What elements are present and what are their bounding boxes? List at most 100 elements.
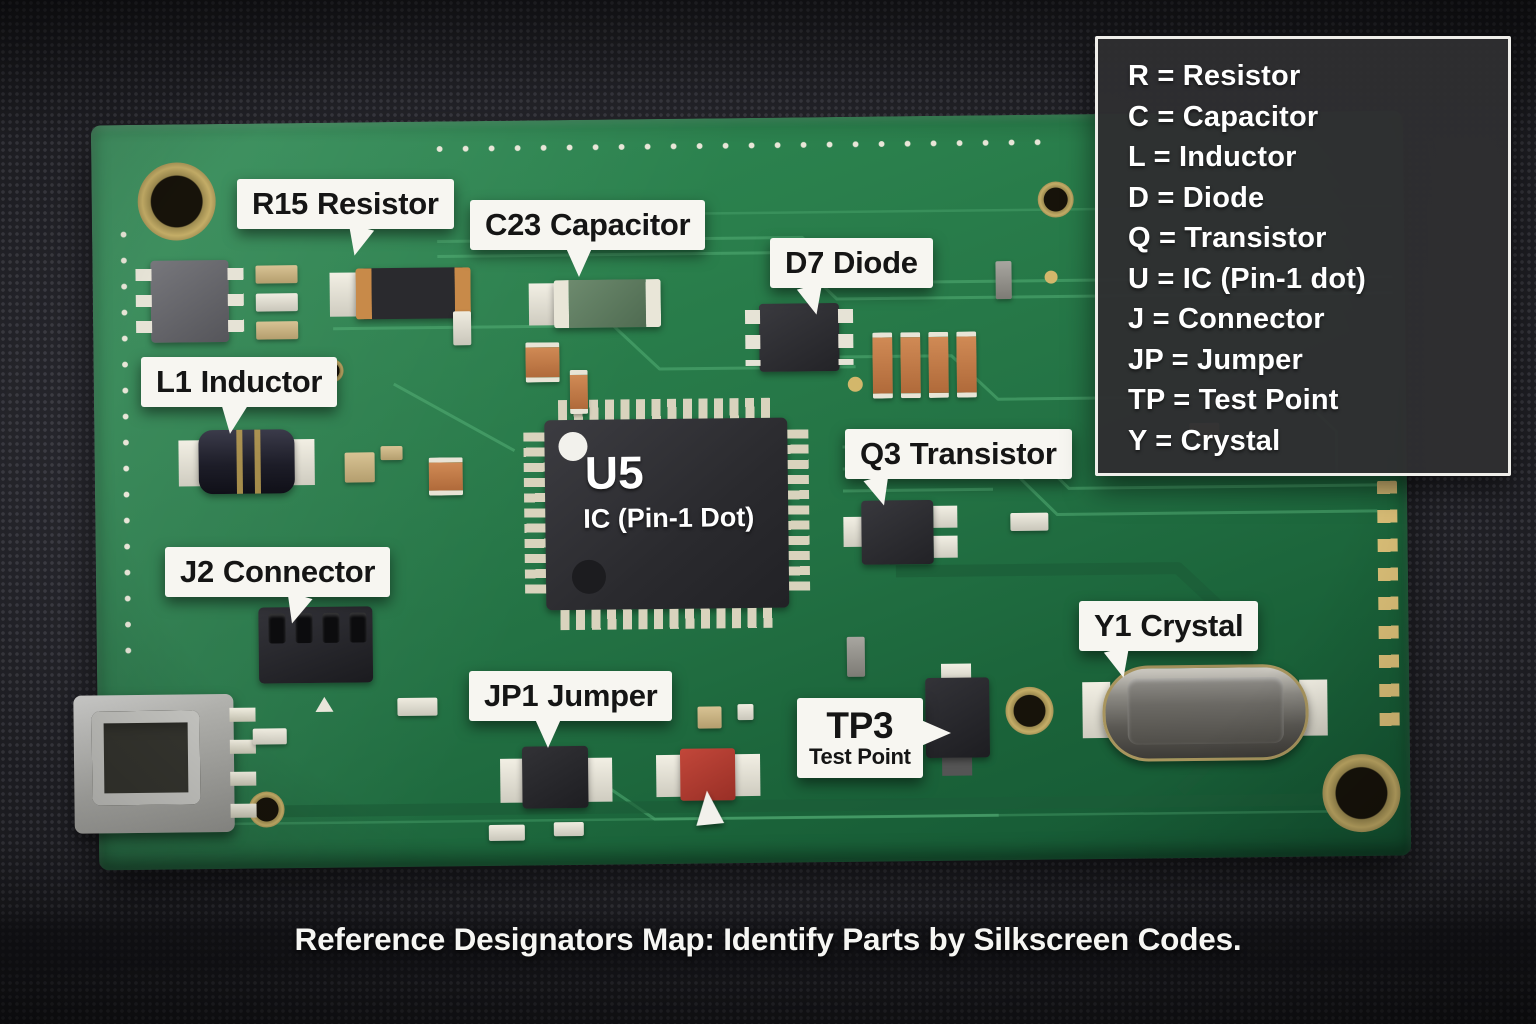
usb-slot	[91, 710, 201, 806]
legend-panel: R = Resistor C = Capacitor L = Inductor …	[1095, 36, 1511, 476]
caption-text: Reference Designators Map: Identify Part…	[294, 921, 1242, 957]
q3-transistor-component	[861, 499, 934, 565]
ic-pins-left	[135, 268, 153, 335]
u5-ic-component: U5 IC (Pin-1 Dot)	[523, 397, 811, 631]
passive-component	[995, 261, 1012, 300]
u5-pins-top	[557, 397, 774, 421]
u5-pins-right	[787, 429, 811, 596]
legend-item-diode: D = Diode	[1128, 181, 1265, 214]
up-arrow-pointer	[692, 789, 725, 826]
callout-tail	[535, 719, 561, 748]
callout-y1: Y1 Crystal	[1079, 601, 1259, 681]
l1-inductor-component	[198, 429, 296, 495]
callout-j2-designator: J2	[180, 554, 214, 589]
u5-dimple	[571, 559, 607, 595]
silkscreen-triangle	[315, 696, 334, 712]
d7-diode-component	[744, 302, 854, 372]
y1-crystal-top	[1127, 676, 1284, 745]
legend-item-test-point: TP = Test Point	[1128, 384, 1339, 416]
callout-tp3-designator: TP3	[826, 705, 894, 746]
d7-pins-left	[744, 309, 761, 367]
caption-band	[0, 908, 1536, 982]
callout-d7-designator: D7	[785, 245, 825, 280]
passive-component	[1010, 512, 1049, 532]
usb-connector	[73, 693, 257, 834]
legend-item-connector: J = Connector	[1128, 303, 1325, 335]
gold-via-2	[847, 376, 863, 392]
callout-y1-name: Crystal	[1140, 608, 1244, 643]
passive-component	[344, 452, 375, 483]
passive-component	[900, 332, 921, 399]
usb-pin	[230, 803, 257, 818]
red-jumper-pad-right	[733, 753, 761, 797]
passive-component	[846, 636, 866, 677]
passive-component	[525, 342, 560, 383]
usb-pin	[229, 707, 256, 722]
callout-tp3-name: Test Point	[809, 744, 911, 769]
callout-jp1: JP1 Jumper	[469, 671, 673, 748]
passive-component	[255, 265, 298, 284]
passive-component	[488, 824, 525, 841]
callout-l1-designator: L1	[156, 364, 192, 399]
c23-capacitor-component	[553, 279, 662, 329]
callout-j2-name: Connector	[222, 554, 376, 589]
j2-connector-component	[258, 606, 374, 684]
u5-subtitle: IC (Pin-1 Dot)	[583, 501, 755, 534]
y1-crystal-component	[1102, 663, 1310, 763]
tp3-pad-bottom	[942, 755, 973, 776]
callout-tail	[217, 403, 247, 436]
callout-l1-name: Inductor	[200, 364, 323, 399]
u5-pins-bottom	[560, 607, 776, 631]
passive-component	[569, 369, 589, 415]
passive-component	[252, 728, 287, 745]
legend-item-jumper: JP = Jumper	[1128, 343, 1303, 376]
test-point-ring	[1005, 686, 1054, 736]
callout-c23-name: Capacitor	[549, 207, 691, 242]
callout-j2: J2 Connector	[165, 547, 391, 628]
callout-tail	[566, 248, 592, 277]
callout-q3-name: Transistor	[909, 436, 1057, 471]
passive-component	[928, 331, 949, 398]
passive-component	[452, 311, 472, 346]
callout-y1-designator: Y1	[1094, 608, 1132, 643]
red-jumper-pad-left	[655, 754, 683, 798]
passive-component	[255, 293, 298, 312]
legend-item-transistor: Q = Transistor	[1128, 222, 1327, 254]
callout-d7: D7 Diode	[770, 238, 933, 318]
legend-item-resistor: R = Resistor	[1128, 60, 1301, 92]
passive-component	[697, 706, 722, 729]
passive-component	[380, 445, 403, 461]
ic-pins-right	[227, 267, 245, 334]
callout-q3: Q3 Transistor	[845, 429, 1072, 510]
callout-c23-designator: C23	[485, 207, 541, 242]
passive-component	[553, 821, 584, 837]
passive-component	[428, 457, 464, 496]
passive-component	[956, 331, 977, 398]
callout-d7-name: Diode	[833, 245, 918, 280]
small-ic	[135, 259, 245, 343]
q3-pad-right-bottom	[933, 535, 958, 558]
q3-pad-right-top	[933, 505, 958, 528]
callout-l1: L1 Inductor	[141, 357, 338, 436]
hole-top-middle	[1037, 181, 1074, 218]
l1-stripe	[236, 429, 244, 494]
passive-component	[256, 321, 299, 340]
r15-pad-left	[329, 272, 358, 317]
passive-component	[397, 697, 438, 717]
legend-item-ic: U = IC (Pin-1 dot)	[1128, 262, 1367, 295]
gold-via-1	[1044, 270, 1058, 284]
edge-pads-right	[1376, 480, 1400, 731]
l1-stripe	[254, 429, 262, 494]
passive-component	[737, 703, 754, 721]
passive-component	[872, 332, 893, 399]
callout-jp1-name: Jumper	[547, 678, 658, 713]
callout-c23: C23 Capacitor	[470, 200, 706, 277]
callout-r15-name: Resistor	[316, 186, 439, 221]
callout-tail	[920, 720, 951, 746]
jp1-pad-right	[586, 757, 613, 802]
usb-pin	[230, 771, 257, 786]
legend-item-crystal: Y = Crystal	[1128, 424, 1281, 457]
callout-r15-designator: R15	[252, 186, 308, 221]
j2-slot	[322, 612, 340, 643]
